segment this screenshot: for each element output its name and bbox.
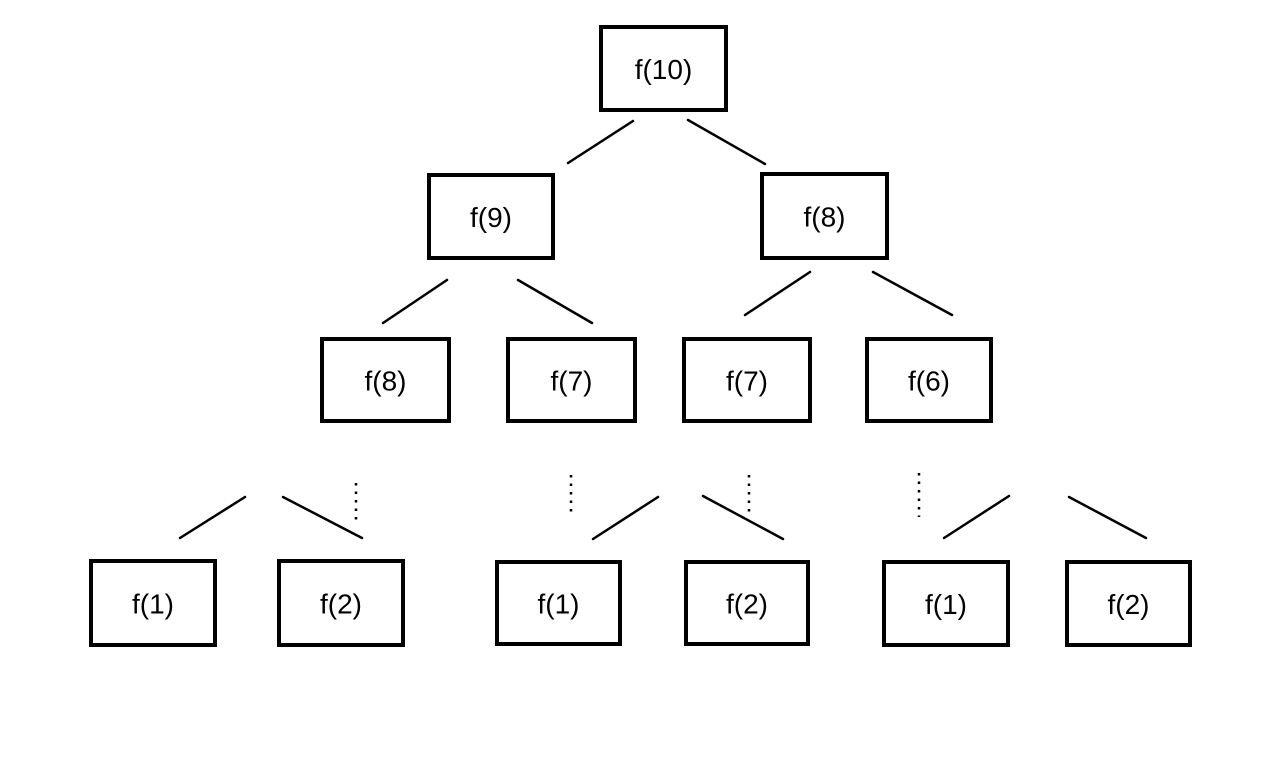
node-box xyxy=(882,560,1010,647)
tree-node-f8-l: f(8) xyxy=(320,337,451,423)
node-box xyxy=(427,173,555,260)
tree-node-f1-a: f(1) xyxy=(89,559,217,647)
node-label: f(9) xyxy=(470,202,512,233)
tree-node-f10: f(10) xyxy=(599,25,728,112)
node-box xyxy=(320,337,451,423)
tree-edge-omitted-f1-b xyxy=(591,495,660,541)
node-label: f(2) xyxy=(1108,589,1150,620)
node-box xyxy=(682,337,812,423)
tree-edge-f10-f8-r xyxy=(686,118,767,166)
node-box xyxy=(506,337,637,423)
node-box xyxy=(89,559,217,647)
node-label: f(7) xyxy=(551,366,593,397)
node-label: f(2) xyxy=(320,589,362,620)
node-box xyxy=(599,25,728,112)
tree-node-f2-c: f(2) xyxy=(1065,560,1192,647)
node-box xyxy=(1065,560,1192,647)
node-box xyxy=(684,560,810,646)
tree-edge-f9-f8-l xyxy=(381,278,449,325)
tree-edge-omitted-f1-a xyxy=(178,495,247,540)
node-label: f(8) xyxy=(365,366,407,397)
tree-node-f1-b: f(1) xyxy=(495,560,622,646)
tree-edge-f8-r-f6 xyxy=(871,270,954,317)
tree-edge-omitted-f2-b xyxy=(701,494,785,541)
node-box xyxy=(277,559,405,647)
tree-edge-omitted-f2-a xyxy=(281,495,364,540)
node-box xyxy=(495,560,622,646)
tree-edge-omitted-f2-c xyxy=(1067,495,1148,540)
node-label: f(1) xyxy=(538,589,580,620)
tree-edge-f8-r-f7-b xyxy=(743,270,812,317)
tree-node-f8-r: f(8) xyxy=(760,172,889,260)
tree-node-f2-b: f(2) xyxy=(684,560,810,646)
node-box xyxy=(865,337,993,423)
tree-edge-omitted-f1-c xyxy=(942,494,1011,540)
node-label: f(8) xyxy=(804,202,846,233)
node-label: f(1) xyxy=(925,589,967,620)
tree-edge-f10-f9 xyxy=(566,119,635,165)
tree-edge-f9-f7-a xyxy=(516,278,594,325)
node-label: f(2) xyxy=(726,589,768,620)
node-label: f(7) xyxy=(726,366,768,397)
node-box xyxy=(760,172,889,260)
tree-node-f1-c: f(1) xyxy=(882,560,1010,647)
tree-node-f7-b: f(7) xyxy=(682,337,812,423)
tree-node-f9: f(9) xyxy=(427,173,555,260)
node-label: f(1) xyxy=(132,589,174,620)
tree-node-f2-a: f(2) xyxy=(277,559,405,647)
node-label: f(6) xyxy=(908,366,950,397)
node-label: f(10) xyxy=(635,54,693,85)
tree-node-f6: f(6) xyxy=(865,337,993,423)
tree-node-f7-a: f(7) xyxy=(506,337,637,423)
